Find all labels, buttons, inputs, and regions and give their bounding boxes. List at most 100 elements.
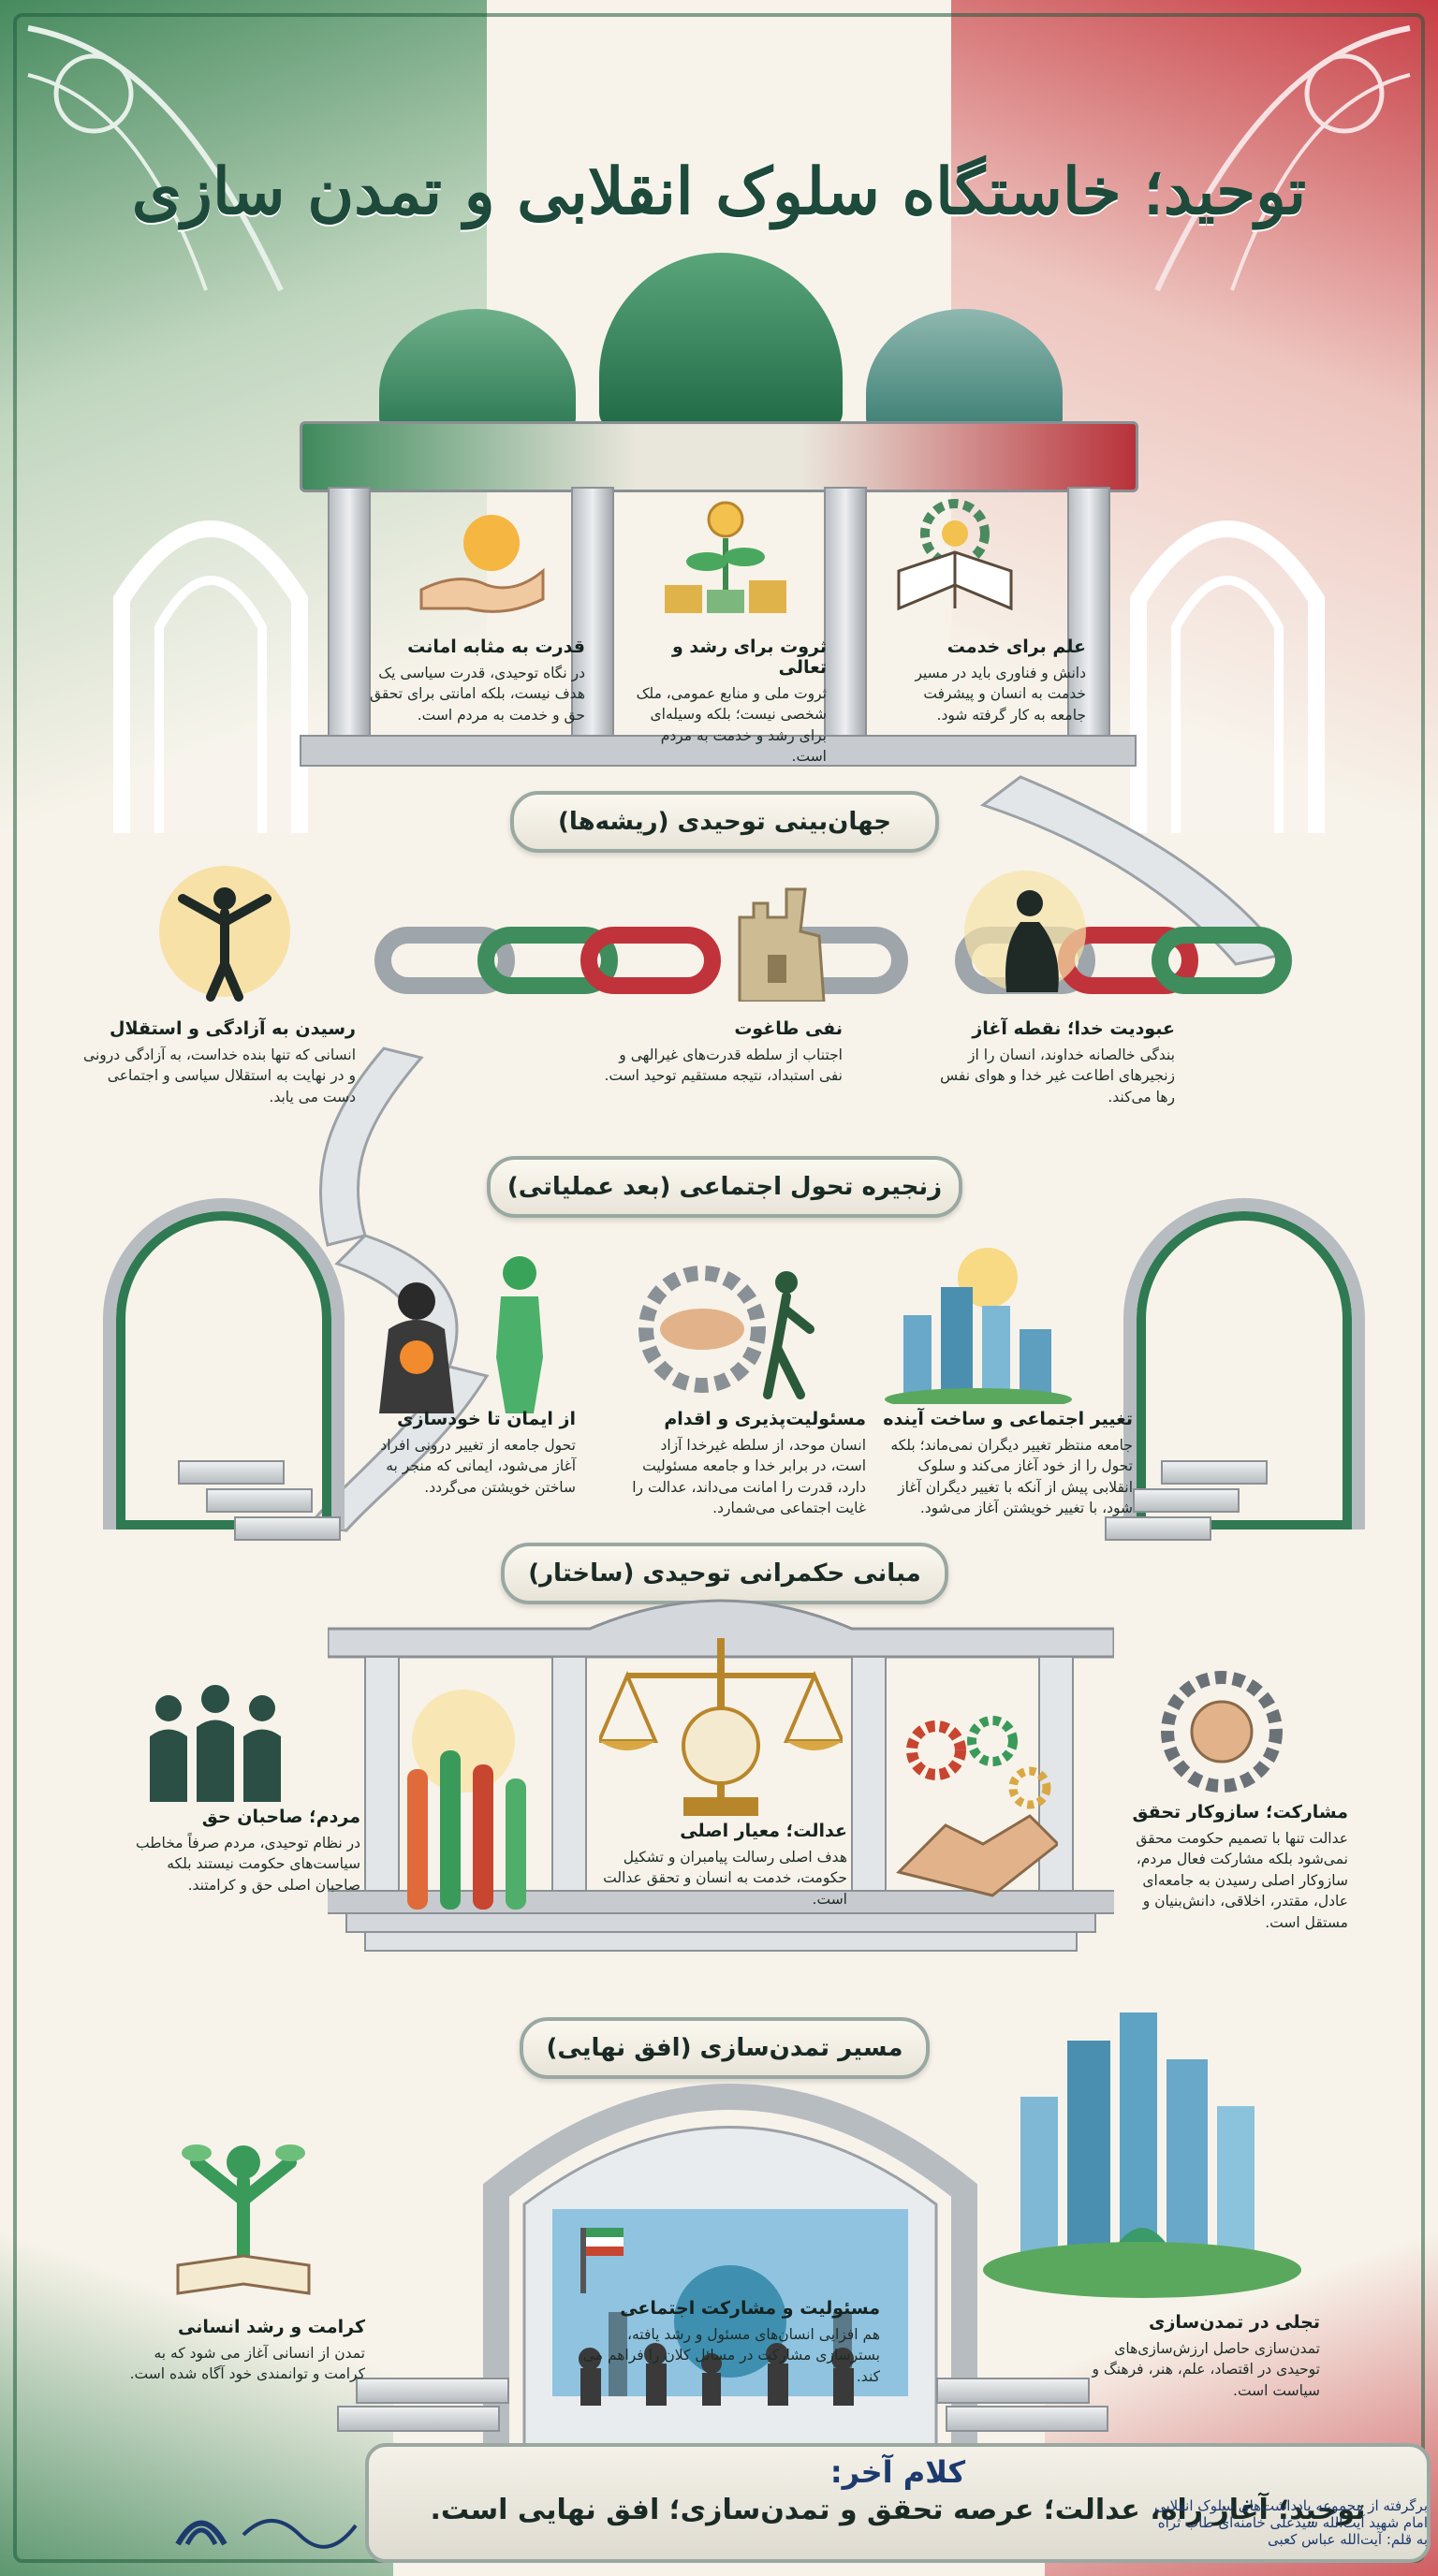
chain-link <box>1152 927 1292 994</box>
side-arch-left-icon <box>113 520 308 833</box>
card-reject-tyranny: نفی طاغوت اجتناب از سلطه قدرت‌های غیراله… <box>599 1018 844 1087</box>
card-text: انسان موحد، از سلطه غیرخدا آزاد است، در … <box>632 1437 866 1517</box>
section-banner-civilization: مسیر تمدن‌سازی (افق نهایی) <box>520 2017 930 2079</box>
section-banner-chain: زنجیره تحول اجتماعی (بعد عملیاتی) <box>487 1156 962 1218</box>
card-text: انسانی که تنها بنده خداست، به آزادگی درو… <box>83 1046 356 1105</box>
card-title: تغییر اجتماعی و ساخت آینده <box>883 1409 1133 1429</box>
card-title: مردم؛ صاحبان حق <box>201 1807 360 1827</box>
card-title: ثروت برای رشد و تعالی <box>672 637 827 678</box>
card-title: نفی طاغوت <box>734 1018 843 1039</box>
card-title: عدالت؛ معیار اصلی <box>680 1821 847 1841</box>
stair-step <box>178 1460 285 1485</box>
card-title: کرامت و رشد انسانی <box>178 2317 365 2337</box>
card-social-change: تغییر اجتماعی و ساخت آینده جامعه منتظر ت… <box>880 1409 1133 1519</box>
governance-temple <box>328 1599 1114 1952</box>
credits: برگرفته از مجموعه یادداشت‌های سلوک انقلا… <box>1119 2497 1428 2548</box>
stair-step <box>337 2406 500 2432</box>
card-freedom-independence: رسیدن به آزادگی و استقلال انسانی که تنها… <box>75 1018 356 1107</box>
side-arch-right-icon <box>1130 520 1325 833</box>
card-text: ثروت ملی و منابع عمومی، ملک شخصی نیست؛ ب… <box>636 685 827 766</box>
hand-sun-icon <box>419 515 545 613</box>
top-arcade <box>300 421 1138 768</box>
modern-city-icon <box>983 2012 1301 2298</box>
stair-step <box>936 2378 1090 2404</box>
card-title: مسئولیت‌پذیری و اقدام <box>664 1409 866 1429</box>
inner-growth-icon <box>379 1256 543 1413</box>
card-text: تحول جامعه از تغییر درونی افراد آغاز می‌… <box>380 1437 576 1496</box>
card-text: تمدن از انسانی آغاز می شود که به کرامت و… <box>129 2345 365 2383</box>
closing-text: توحید؛ آغاز راه، عدالت؛ عرصه تحقق و تمدن… <box>430 2494 1366 2526</box>
publisher-logo-icon <box>175 2519 358 2549</box>
city-icon <box>885 1248 1072 1404</box>
card-text: تمدن‌سازی حاصل ارزش‌سازی‌های توحیدی در ا… <box>1092 2340 1320 2399</box>
pillar <box>571 487 614 739</box>
card-title: مسئولیت و مشارکت اجتماعی <box>620 2298 880 2319</box>
scales-icon <box>599 1638 843 1816</box>
pillar <box>824 487 867 739</box>
stair-step <box>206 1488 313 1513</box>
closing-box: کلام آخر: توحید؛ آغاز راه، عدالت؛ عرصه ت… <box>365 2443 1431 2563</box>
stair-step <box>946 2406 1108 2432</box>
card-title: مشارکت؛ سازوکار تحقق <box>1132 1802 1348 1822</box>
credit-line: به قلم: آیت‌الله عباس کعبی <box>1267 2531 1428 2548</box>
pillar <box>328 487 371 739</box>
people-icon <box>150 1685 281 1802</box>
card-title: علم برای خدمت <box>946 637 1086 657</box>
arcade-base <box>300 735 1137 767</box>
free-person-icon <box>159 866 290 1002</box>
red-corner-background <box>951 0 1438 1217</box>
card-power-trust: قدرت به مثابه امانت در نگاه توحیدی، قدرت… <box>365 637 585 725</box>
section-banner-roots: جهان‌بینی توحیدی (ریشه‌ها) <box>510 791 939 853</box>
card-civilization-manifestation: تجلی در تمدن‌سازی تمدن‌سازی حاصل ارزش‌سا… <box>1067 2312 1320 2401</box>
card-text: دانش و فناوری باید در مسیر خدمت به انسان… <box>915 665 1086 724</box>
card-responsibility-action: مسئولیت‌پذیری و اقدام انسان موحد، از سلط… <box>623 1409 866 1519</box>
card-text: عدالت تنها با تصمیم حکومت محقق نمی‌شود ب… <box>1136 1830 1348 1931</box>
green-corner-background <box>0 0 487 1217</box>
handshake-gears-icon <box>896 1716 1058 1897</box>
joined-hands-icon <box>1161 1671 1283 1793</box>
credit-line: امام شهید آیت‌الله سیدعلی خامنه‌ای طاب ث… <box>1157 2514 1428 2531</box>
card-people-rights: مردم؛ صاحبان حق در نظام توحیدی، مردم صرف… <box>131 1807 360 1895</box>
card-social-participation: مسئولیت و مشارکت اجتماعی هم افزایی انسان… <box>571 2298 880 2387</box>
card-faith-selfbuilding: از ایمان تا خودسازی تحول جامعه از تغییر … <box>360 1409 576 1498</box>
chain <box>374 917 1292 1002</box>
card-text: جامعه منتظر تغییر دیگران نمی‌ماند؛ بلکه … <box>890 1437 1133 1517</box>
grand-arch <box>483 2084 977 2452</box>
page-title: توحید؛ خاستگاه سلوک انقلابی و تمدن سازی <box>131 154 1307 229</box>
ornament-top-right <box>1154 25 1411 292</box>
card-participation: مشارکت؛ سازوکار تحقق عدالت تنها با تصمیم… <box>1109 1802 1348 1933</box>
arcade-beam <box>300 421 1138 492</box>
card-title: قدرت به مثابه امانت <box>407 637 585 657</box>
card-text: هم افزایی انسان‌های مسئول و رشد یافته، ب… <box>582 2326 880 2385</box>
card-title: تجلی در تمدن‌سازی <box>1149 2312 1320 2333</box>
chain-link <box>580 927 721 994</box>
praying-person-icon <box>964 871 1086 992</box>
card-wealth-growth: ثروت برای رشد و تعالی ثروت ملی و منابع ع… <box>625 637 827 768</box>
card-text: بندگی خالصانه خداوند، انسان را از زنجیره… <box>940 1046 1175 1105</box>
card-text: هدف اصلی رسالت پیامبران و تشکیل حکومت، خ… <box>603 1849 847 1908</box>
broken-tower-icon <box>738 887 826 1002</box>
credit-line: برگرفته از مجموعه یادداشت‌های سلوک انقلا… <box>1153 2497 1428 2514</box>
closing-title: کلام آخر: <box>829 2454 966 2490</box>
ornament-top-left <box>27 25 284 292</box>
stair-step <box>1133 1488 1240 1513</box>
card-text: در نظام توحیدی، مردم صرفاً مخاطب سیاست‌ه… <box>135 1835 360 1894</box>
card-text: اجتناب از سلطه قدرت‌های غیرالهی و نفی اس… <box>604 1046 844 1085</box>
card-text: در نگاه توحیدی، قدرت سیاسی یک هدف نیست، … <box>369 665 585 724</box>
stair-step <box>1161 1460 1268 1485</box>
card-justice-criterion: عدالت؛ معیار اصلی هدف اصلی رسالت پیامبرا… <box>594 1821 847 1910</box>
card-worship-start: عبودیت خدا؛ نقطه آغاز بندگی خالصانه خداو… <box>922 1018 1175 1107</box>
stair-step <box>234 1516 341 1541</box>
section-banner-governance: مبانی حکمرانی توحیدی (ساختار) <box>501 1543 948 1604</box>
card-title: رسیدن به آزادگی و استقلال <box>109 1018 356 1039</box>
card-science-service: علم برای خدمت دانش و فناوری باید در مسیر… <box>885 637 1086 725</box>
growing-human-icon <box>176 2144 311 2295</box>
card-title: از ایمان تا خودسازی <box>397 1409 576 1429</box>
pillar <box>1067 487 1110 739</box>
card-title: عبودیت خدا؛ نقطه آغاز <box>972 1018 1175 1039</box>
book-gear-icon <box>897 499 1013 611</box>
card-dignity-growth: کرامت و رشد انسانی تمدن از انسانی آغاز م… <box>112 2317 365 2385</box>
money-plant-icon <box>665 501 786 613</box>
raised-hands-icon <box>407 1690 526 1910</box>
stair-step <box>356 2378 509 2404</box>
